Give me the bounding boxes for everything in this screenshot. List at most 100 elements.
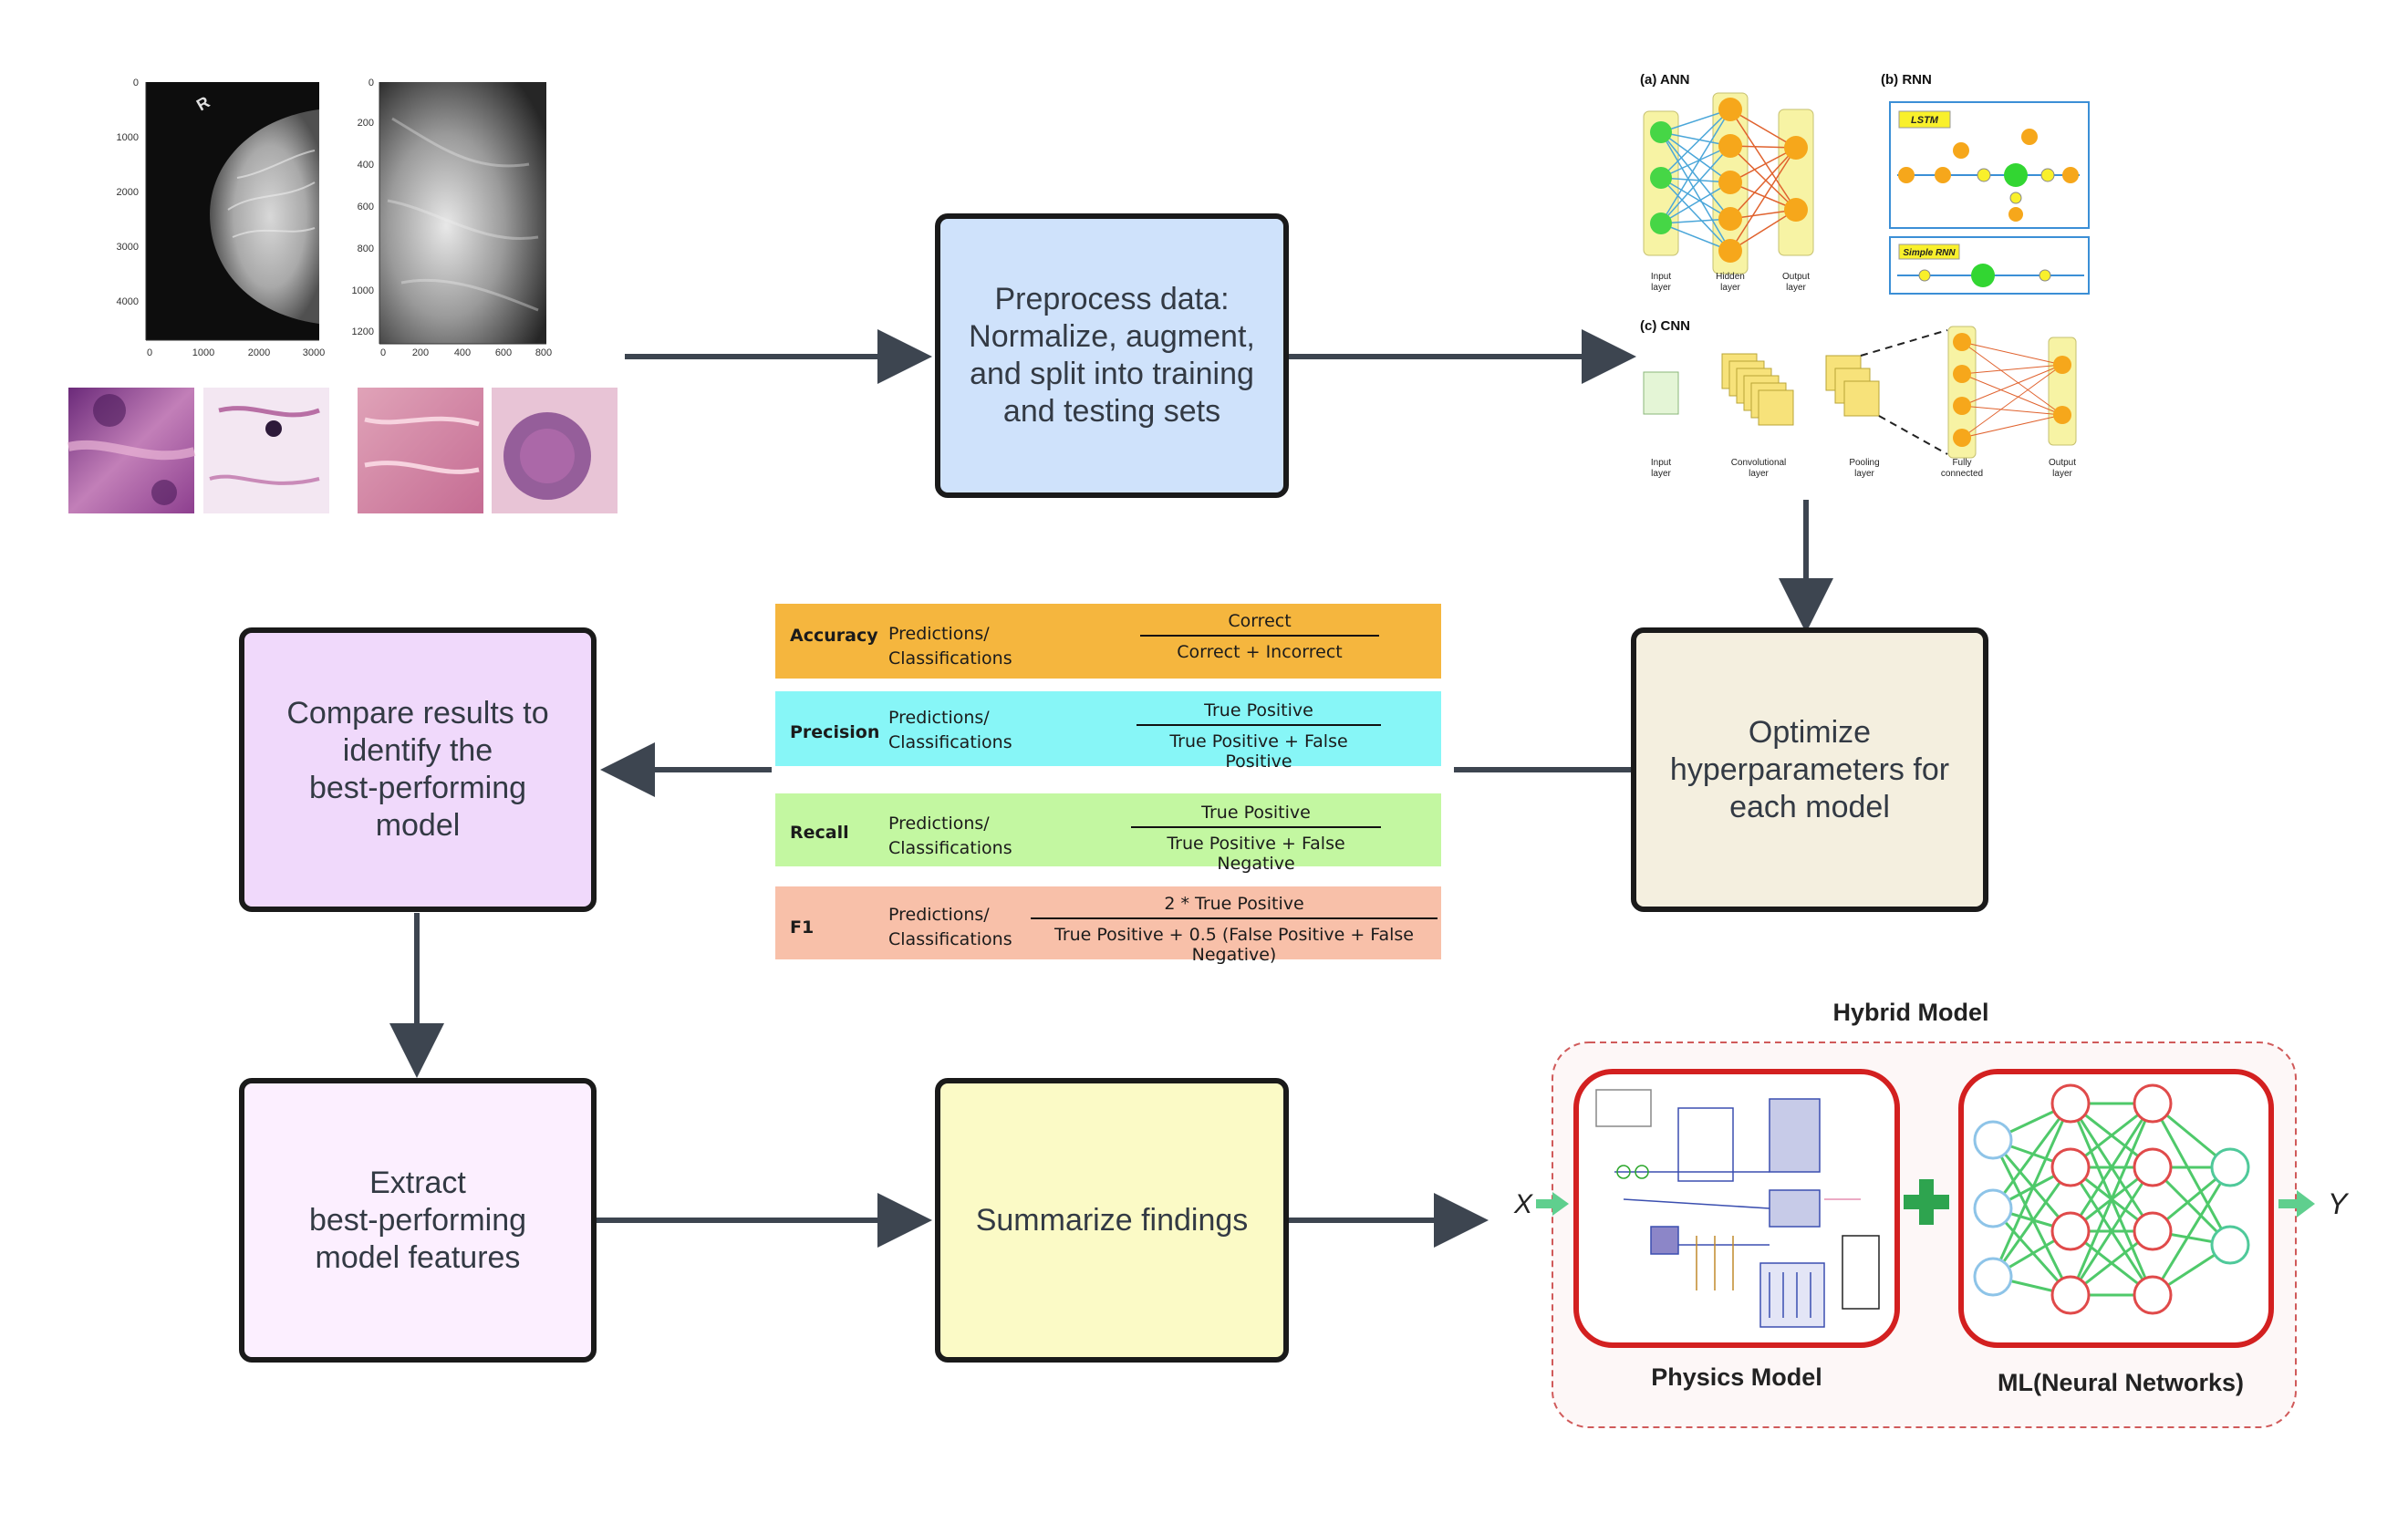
compare-step-box: Compare results to identify the best-per… [239,627,597,912]
svg-text:Fully: Fully [1952,458,1971,468]
svg-text:LSTM: LSTM [1911,115,1939,126]
physics-model-label: Physics Model [1651,1363,1822,1391]
metric-name: Precision [790,722,880,742]
preprocess-line-1: Preprocess data: [994,282,1230,316]
svg-text:0: 0 [368,78,374,88]
svg-text:Input: Input [1651,272,1671,282]
svg-text:layer: layer [1786,283,1806,293]
metric-label-line-1: Predictions/ [888,708,990,728]
rnn-title: (b) RNN [1881,72,1932,88]
metric-numerator: Correct [1140,611,1379,637]
cnn-title: (c) CNN [1640,318,1690,334]
metric-fraction: 2 * True Positive True Positive + 0.5 (F… [1031,894,1438,965]
svg-text:3000: 3000 [303,347,325,358]
mammogram-left: R [145,82,319,341]
hybrid-model-panel: Hybrid Model Physics Model [1513,999,2350,1428]
histology-tile-3 [358,388,483,513]
svg-text:600: 600 [358,202,374,212]
ann-diagram [1643,92,1814,275]
histology-tile-1 [67,388,196,513]
summarize-step-box: Summarize findings [935,1078,1289,1363]
hybrid-output-label: Y [2328,1187,2350,1220]
compare-line-3: best-performing [308,771,527,805]
metric-label-line-1: Predictions/ [888,624,990,644]
preprocess-step-box: Preprocess data: Normalize, augment, and… [935,213,1289,498]
svg-text:2000: 2000 [248,347,270,358]
histology-tile-4 [492,388,618,513]
optimize-line-3: each model [1729,789,1890,824]
mammogram-left-y-ticks: 0 1000 2000 3000 4000 [117,78,139,307]
metric-name: F1 [790,917,815,938]
svg-text:400: 400 [454,347,471,358]
metric-f1-row: F1 Predictions/ Classifications 2 * True… [775,886,1441,965]
svg-text:connected: connected [1941,469,1983,479]
cnn-diagram [1643,326,2077,459]
mammogram-right [379,82,546,345]
metric-label-line-2: Classifications [888,732,1012,752]
compare-line-2: identify the [342,733,493,768]
optimize-step-text: Optimize hyperparameters for each model [1670,714,1949,826]
svg-text:800: 800 [358,244,374,254]
physics-model-frame [1573,1069,1900,1348]
ml-network-diagram [1973,1083,2250,1315]
metric-fraction: True Positive True Positive + False Posi… [1137,700,1381,772]
svg-text:800: 800 [535,347,552,358]
rnn-diagram: LSTM Simple RNN [1889,101,2090,295]
svg-text:200: 200 [412,347,429,358]
metric-denominator: Correct + Incorrect [1177,642,1343,662]
svg-text:layer: layer [1651,283,1671,293]
svg-text:600: 600 [495,347,512,358]
input-images-panel: R 0 1000 2000 3000 4000 0 1000 2000 3000… [67,78,618,513]
ann-title: (a) ANN [1640,72,1689,88]
compare-line-1: Compare results to [286,696,549,731]
svg-text:Pooling: Pooling [1849,458,1879,468]
metric-numerator: True Positive [1131,803,1381,828]
preprocess-step-text: Preprocess data: Normalize, augment, and… [969,281,1255,430]
summarize-line-1: Summarize findings [975,1202,1249,1238]
metric-name: Recall [790,823,849,843]
metric-numerator: True Positive [1137,700,1381,726]
metric-label: Predictions/ Classifications [888,903,1012,952]
svg-text:0: 0 [133,78,139,88]
mammogram-right-y-ticks: 0 200 400 600 800 1000 1200 [352,78,374,337]
metric-denominator: True Positive + False Negative [1167,834,1345,874]
svg-text:layer: layer [1749,469,1769,479]
metric-accuracy-row: Accuracy Predictions/ Classifications Co… [775,604,1441,679]
metric-label: Predictions/ Classifications [888,622,1012,671]
extract-line-2: best-performing [308,1202,527,1238]
preprocess-line-4: and testing sets [1002,394,1221,429]
extract-step-text: Extract best-performing model features [309,1165,526,1277]
metric-label-line-1: Predictions/ [888,905,990,925]
svg-text:3000: 3000 [117,242,139,253]
histology-tile-2 [203,388,329,513]
metric-numerator: 2 * True Positive [1031,894,1438,919]
metric-label: Predictions/ Classifications [888,706,1012,755]
hybrid-title: Hybrid Model [1832,999,1988,1026]
preprocess-line-2: Normalize, augment, [969,319,1255,354]
metric-fraction: Correct Correct + Incorrect [1140,611,1379,662]
svg-text:layer: layer [1720,283,1740,293]
metric-label-line-2: Classifications [888,929,1012,949]
metric-denominator: True Positive + 0.5 (False Positive + Fa… [1054,925,1414,965]
metric-precision-row: Precision Predictions/ Classifications T… [775,691,1441,772]
svg-text:1000: 1000 [117,132,139,143]
optimize-line-2: hyperparameters for [1669,751,1950,787]
svg-text:400: 400 [358,160,374,171]
physics-model-schematic [1595,1089,1880,1328]
output-arrow-icon [2278,1190,2315,1218]
input-arrow-icon [1536,1192,1569,1216]
svg-text:layer: layer [2052,469,2072,479]
extract-line-1: Extract [369,1165,466,1200]
metric-label-line-1: Predictions/ [888,813,990,834]
svg-text:Input: Input [1651,458,1671,468]
mammogram-right-x-ticks: 0 200 400 600 800 [380,347,552,358]
hybrid-input-label: X [1513,1189,1533,1219]
svg-text:2000: 2000 [117,187,139,198]
svg-text:4000: 4000 [117,296,139,307]
metric-label: Predictions/ Classifications [888,812,1012,861]
ml-model-label: ML(Neural Networks) [1998,1369,2244,1396]
extract-step-box: Extract best-performing model features [239,1078,597,1363]
